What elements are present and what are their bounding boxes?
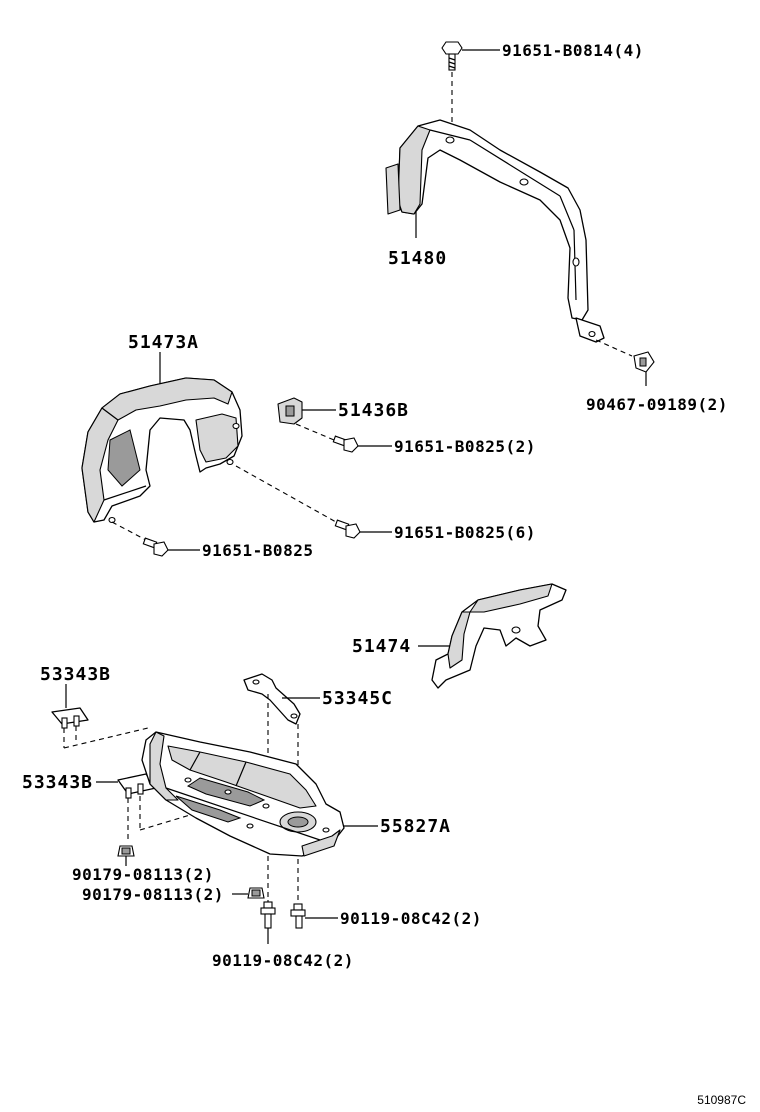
bolt-90119-right[interactable]: [290, 903, 338, 929]
bolt-91651-b0825-6[interactable]: [235, 465, 392, 539]
shield-51473a[interactable]: [81, 352, 243, 524]
label-91651-b0825-2: 91651-B0825(2): [394, 437, 536, 456]
clip-53343b-top[interactable]: [51, 684, 149, 749]
dashed-guide: [595, 339, 633, 357]
label-51480: 51480: [388, 248, 447, 269]
label-53345c: 53345C: [322, 688, 393, 709]
nut-icon: [117, 845, 135, 857]
bolt-91651-b0814-icon: [441, 41, 463, 71]
label-90467-09189: 90467-09189(2): [586, 395, 728, 414]
label-53343b-top: 53343B: [40, 664, 111, 685]
dashed-guide: [295, 423, 335, 441]
label-91651-b0814: 91651-B0814(4): [502, 41, 644, 60]
label-90179-08113-b: 90179-08113(2): [82, 885, 224, 904]
label-51436b: 51436B: [338, 400, 409, 421]
bolt-91651-b0825[interactable]: [111, 521, 200, 557]
label-51473a: 51473A: [128, 332, 199, 353]
bolt-icon: [334, 519, 361, 539]
bolt-icon: [142, 537, 169, 557]
part-51436b[interactable]: [277, 397, 336, 425]
dashed-guide: [235, 465, 337, 523]
bolt-icon: [290, 903, 306, 929]
nut-icon: [247, 887, 265, 899]
bracket-51480[interactable]: [385, 41, 655, 386]
clip-90467-icon: [633, 351, 655, 373]
nut-90179-a[interactable]: [117, 845, 135, 866]
dashed-guide: [111, 521, 147, 541]
bolt-icon: [260, 901, 276, 929]
bolt-icon: [332, 435, 359, 453]
label-51474: 51474: [352, 636, 411, 657]
label-90179-08113-a: 90179-08113(2): [72, 865, 214, 884]
dashed-guide: [63, 727, 149, 749]
label-90119-08c42-right: 90119-08C42(2): [340, 909, 482, 928]
label-91651-b0825: 91651-B0825: [202, 541, 313, 560]
bolt-91651-b0825-2[interactable]: [295, 423, 392, 453]
bolt-90119-bottom[interactable]: [260, 900, 276, 944]
nut-90179-b[interactable]: [232, 887, 265, 899]
label-91651-b0825-6: 91651-B0825(6): [394, 523, 536, 542]
label-55827a: 55827A: [380, 816, 451, 837]
label-90119-08c42-bottom: 90119-08C42(2): [212, 951, 354, 970]
cover-55827a[interactable]: [141, 731, 378, 857]
label-53343b-mid: 53343B: [22, 772, 93, 793]
cover-51474[interactable]: [418, 583, 567, 689]
reference-code: 510987C: [697, 1093, 746, 1107]
dashed-guide: [139, 811, 201, 831]
